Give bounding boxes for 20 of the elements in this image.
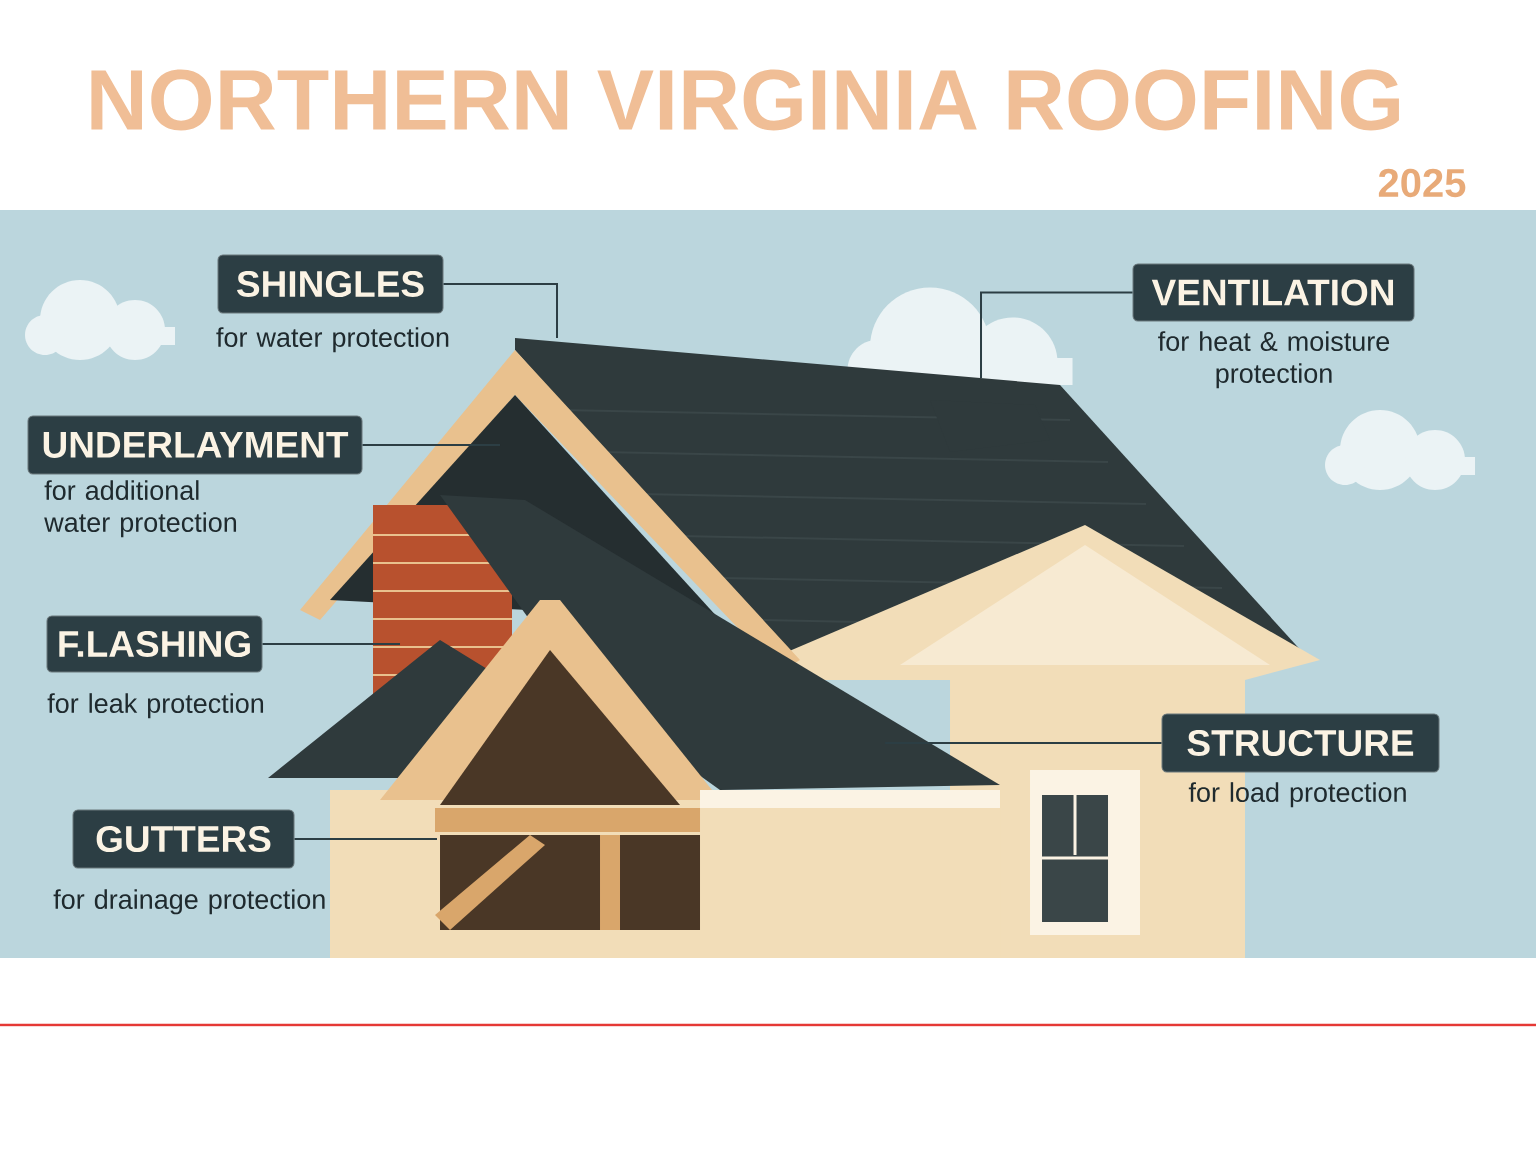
- label-box: VENTILATION: [1132, 263, 1415, 322]
- description: for additional water protection: [44, 480, 236, 538]
- year-label: 2025: [1378, 168, 1466, 198]
- leader-line: [442, 283, 558, 339]
- label-box: F.LASHING: [46, 615, 263, 673]
- leader-line: [361, 444, 501, 446]
- leader-line: [293, 838, 438, 840]
- description: for heat & moisture protection: [1158, 331, 1390, 389]
- label-box: GUTTERS: [72, 809, 295, 869]
- description: for water protection: [216, 327, 449, 353]
- label-box: SHINGLES: [217, 254, 444, 314]
- description: for load protection: [1188, 782, 1406, 808]
- title: NORTHERN VIRGINIA ROOFING: [91, 69, 1399, 131]
- leader-line: [261, 643, 401, 645]
- leader-line: [980, 291, 1134, 379]
- description: for leak protection: [47, 693, 263, 719]
- label-box: UNDERLAYMENT: [27, 415, 363, 475]
- label-box: STRUCTURE: [1161, 713, 1440, 773]
- description: for drainage protection: [53, 889, 325, 915]
- leader-line: [884, 742, 1163, 744]
